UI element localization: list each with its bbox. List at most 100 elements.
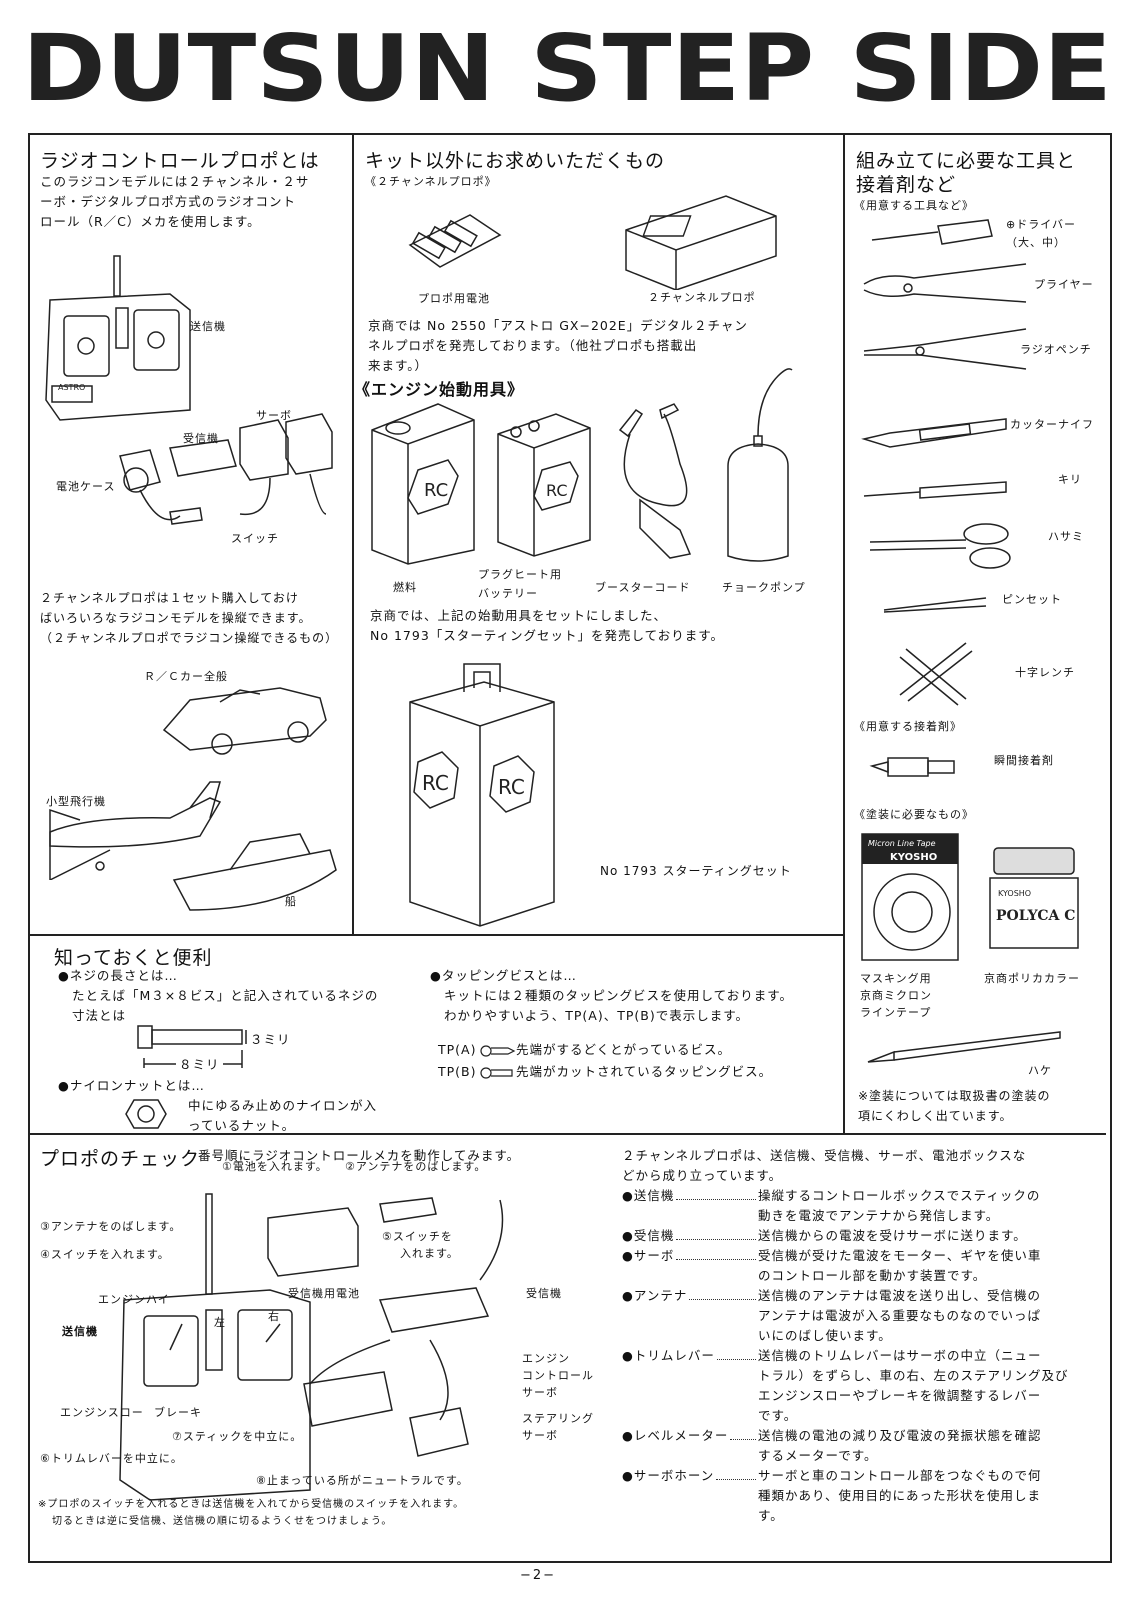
- glossary-line: 種類かあり、使用目的にあった形状を使用しま: [622, 1486, 1092, 1506]
- glossary-line: いにのばし使います。: [622, 1326, 1092, 1346]
- label-receiver: 受信機: [183, 432, 219, 445]
- brush-illustration: [864, 1028, 1064, 1068]
- propo-note: ２チャンネルプロポは１セット購入しておけばいろいろなラジコンモデルを操縦できます…: [40, 591, 339, 645]
- glossary-term: ●レベルメーター: [622, 1428, 729, 1443]
- screw-length-text-1: たとえば「M３×８ビス」と記入されているネジの: [72, 988, 379, 1003]
- tpa-description: 先端がするどくとがっているビス。: [516, 1042, 732, 1057]
- label-polyca-color: 京商ポリカカラー: [984, 972, 1080, 985]
- label-servo: サーボ: [256, 409, 292, 422]
- leader-dots: [716, 1346, 756, 1360]
- nylon-nut-question: ●ナイロンナットとは…: [58, 1078, 205, 1093]
- label-rc-car: Ｒ／Ｃカー全般: [144, 670, 228, 683]
- label-transmitter: 送信機: [190, 320, 226, 333]
- tpa-screw-icon: [480, 1044, 516, 1058]
- label-booster-cord: ブースターコード: [595, 581, 691, 594]
- label-brake: ブレーキ: [154, 1406, 202, 1419]
- nylon-nut-text-2: っているナット。: [188, 1118, 296, 1133]
- glossary-description: いにのばし使います。: [758, 1328, 892, 1343]
- svg-text:Micron Line Tape: Micron Line Tape: [868, 839, 936, 848]
- glossary-term: ●サーボホーン: [622, 1468, 715, 1483]
- glossary-line: エンジンスローやブレーキを微調整するレバー: [622, 1386, 1092, 1406]
- glossary-line: ●レベルメーター送信機の電池の減り及び電波の発振状態を確認: [622, 1426, 1092, 1446]
- label-battery-case: 電池ケース: [56, 480, 116, 493]
- label-left: 左: [214, 1316, 226, 1329]
- cross-wrench-illustration: [896, 635, 976, 707]
- micron-line-tape-illustration: Micron Line Tape KYOSHO: [860, 832, 960, 964]
- glossary-description: 種類かあり、使用目的にあった形状を使用しま: [758, 1488, 1042, 1503]
- label-engine-slow: エンジンスロー: [60, 1406, 144, 1419]
- polyca-color-illustration: KYOSHO POLYCA C: [986, 844, 1086, 954]
- label-instant-glue: 瞬間接着剤: [994, 754, 1054, 767]
- subheading-tools: 《用意する工具など》: [854, 199, 974, 212]
- svg-text:KYOSHO: KYOSHO: [998, 889, 1031, 898]
- section-heading-tools-line2: 接着剤など: [856, 174, 957, 196]
- tpb-screw-icon: [480, 1066, 516, 1080]
- propo-check-illustration: [110, 1190, 580, 1520]
- tapping-screw-text-2: わかりやすいよう、TP(A)、TP(B)で表示します。: [444, 1008, 749, 1023]
- label-switch: スイッチ: [231, 532, 279, 545]
- glossary-description: 送信機からの電波を受けサーボに送ります。: [758, 1228, 1027, 1243]
- glossary-description: す。: [758, 1508, 784, 1523]
- propo-glossary: ●送信機操縦するコントロールボックスでスティックの動きを電波でアンテナから発信し…: [622, 1186, 1092, 1526]
- svg-text:RC: RC: [546, 481, 568, 500]
- propo-components-intro: ２チャンネルプロポは、送信機、受信機、サーボ、電池ボックスなどから成り立っていま…: [622, 1148, 1027, 1183]
- glossary-description: サーボと車のコントロール部をつなぐもので何: [758, 1468, 1042, 1483]
- label-scissors: ハサミ: [1048, 530, 1084, 543]
- section-heading-tools-line1: 組み立てに必要な工具と: [856, 150, 1077, 172]
- subheading-adhesive: 《用意する接着剤》: [854, 720, 962, 733]
- instant-glue-illustration: [868, 752, 958, 780]
- glossary-description: です。: [758, 1408, 798, 1423]
- label-engine-high: エンジンハイ: [98, 1293, 170, 1306]
- label-fuel: 燃料: [393, 581, 417, 594]
- nylon-nut-text-1: 中にゆるみ止めのナイロンが入: [188, 1098, 378, 1113]
- glossary-line: ●送信機操縦するコントロールボックスでスティックの: [622, 1186, 1092, 1206]
- scissors-illustration: [866, 520, 1026, 570]
- tapping-screw-text-1: キットには２種類のタッピングビスを使用しております。: [444, 988, 794, 1003]
- svg-text:RC: RC: [424, 480, 448, 501]
- nylon-nut-illustration: [124, 1096, 168, 1132]
- page-title: DUTSUN STEP SIDE: [22, 28, 1112, 108]
- glossary-description: するメーターです。: [758, 1448, 878, 1463]
- glossary-line: です。: [622, 1406, 1092, 1426]
- label-cutter-knife: カッターナイフ: [1010, 418, 1094, 431]
- svg-text:DUTSUN STEP SIDE: DUTSUN STEP SIDE: [22, 28, 1112, 108]
- glossary-line: 動きを電波でアンテナから発信します。: [622, 1206, 1092, 1226]
- leader-dots: [676, 1186, 756, 1200]
- section-heading-propo-check: プロポのチェック: [40, 1148, 201, 1170]
- svg-text:POLYCA C: POLYCA C: [996, 908, 1075, 924]
- screw-length-question: ●ネジの長さとは…: [58, 968, 178, 983]
- label-small-plane: 小型飛行機: [46, 795, 106, 808]
- glossary-line: ●トリムレバー送信機のトリムレバーはサーボの中立（ニュー: [622, 1346, 1092, 1366]
- label-masking-tape: マスキング用京商ミクロンラインテープ: [860, 972, 932, 1019]
- step-1: ①電池を入れます。: [222, 1160, 328, 1173]
- starting-set-box-illustration: RC RC: [404, 662, 564, 932]
- leader-dots: [676, 1226, 756, 1240]
- switch-order-note-2: 切るときは逆に受信機、送信機の順に切るようくせをつけましょう。: [52, 1516, 393, 1527]
- glossary-description: 動きを電波でアンテナから発信します。: [758, 1208, 1000, 1223]
- plane-illustration: [40, 780, 230, 880]
- divider: [843, 135, 845, 1133]
- step-8: ⑧止まっている所がニュートラルです。: [256, 1474, 469, 1487]
- tpb-label: TP(B): [438, 1064, 477, 1079]
- tpb-description: 先端がカットされているタッピングビス。: [516, 1064, 773, 1079]
- cutter-knife-illustration: [860, 415, 1010, 449]
- label-brush: ハケ: [1028, 1064, 1052, 1077]
- step-2: ②アンテナをのばします。: [345, 1160, 487, 1173]
- fuel-can-illustration: RC: [368, 400, 478, 565]
- glossary-line: のコントロール部を動かす装置です。: [622, 1266, 1092, 1286]
- plug-battery-illustration: RC: [494, 410, 594, 560]
- label-right: 右: [268, 1310, 280, 1323]
- glossary-description: アンテナは電波が入る重要なものなのでいっぱ: [758, 1308, 1042, 1323]
- tapping-screw-question: ●タッピングビスとは…: [430, 968, 577, 983]
- tweezers-illustration: [880, 594, 990, 618]
- label-engine-control-servo: エンジンコントロールサーボ: [522, 1352, 594, 1399]
- painting-note: ※塗装については取扱書の塗装の項にくわしく出ています。: [858, 1089, 1051, 1123]
- glossary-line: ●サーボ受信機が受けた電波をモーター、ギヤを使い車: [622, 1246, 1092, 1266]
- glossary-term: ●サーボ: [622, 1248, 675, 1263]
- glossary-term: ●アンテナ: [622, 1288, 688, 1303]
- radio-control-intro: このラジコンモデルには２チャンネル・２サーボ・デジタルプロポ方式のラジオコントロ…: [40, 174, 310, 229]
- label-steering-servo: ステアリングサーボ: [522, 1412, 594, 1442]
- leader-dots: [716, 1466, 756, 1480]
- content-frame: [28, 133, 1112, 1563]
- glossary-description: 操縦するコントロールボックスでスティックの: [758, 1188, 1041, 1203]
